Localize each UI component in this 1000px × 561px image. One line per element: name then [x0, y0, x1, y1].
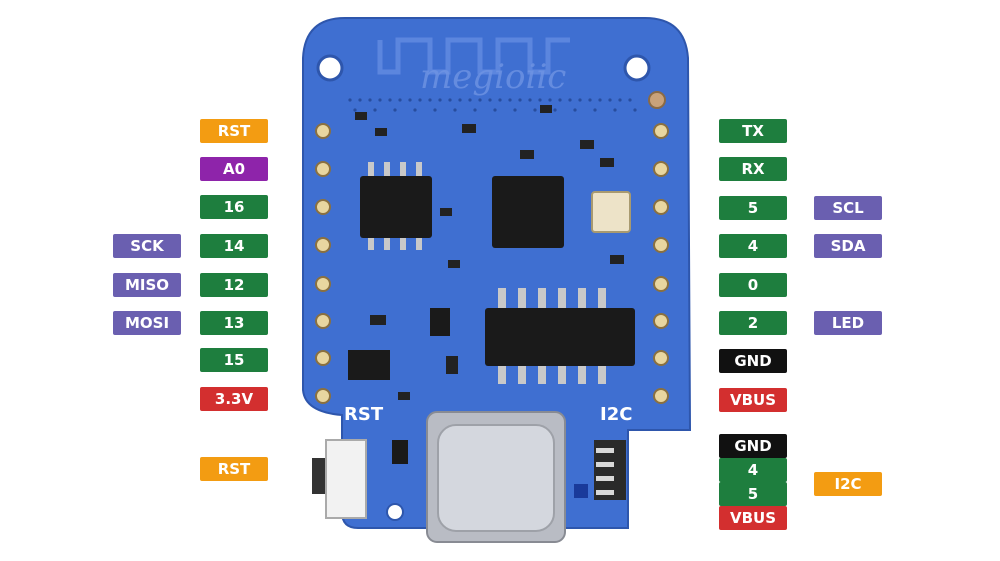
alt-label-led: LED [814, 311, 882, 335]
i2c-pin-gnd: GND [719, 434, 787, 458]
left-header [315, 123, 331, 404]
i2c-connector [594, 440, 626, 500]
pin-label-2: 2 [719, 311, 787, 335]
alt-label-scl: SCL [814, 196, 882, 220]
pin-label-gnd: GND [719, 349, 787, 373]
pin-label-15: 15 [200, 348, 268, 372]
pin-label-16: 16 [200, 195, 268, 219]
alt-label-sck: SCK [113, 234, 181, 258]
pin-label-13: 13 [200, 311, 268, 335]
crystal [591, 191, 631, 233]
i2c-pin-4: 4 [719, 458, 787, 482]
pin-label-rx: RX [719, 157, 787, 181]
regulator [348, 350, 390, 380]
pin-label-rst: RST [200, 119, 268, 143]
pin-label-14: 14 [200, 234, 268, 258]
watermark: megioiic [420, 57, 566, 97]
silk-rst: RST [344, 404, 384, 425]
pin-label-0: 0 [719, 273, 787, 297]
reset-button [312, 439, 367, 519]
i2c-pin-5: 5 [719, 482, 787, 506]
pin-label-vbus: VBUS [719, 388, 787, 412]
alt-label-mosi: MOSI [113, 311, 181, 335]
pin-label-3v3: 3.3V [200, 387, 268, 411]
right-header [653, 123, 669, 404]
usb-c-port [426, 411, 566, 543]
alt-label-sda: SDA [814, 234, 882, 258]
pin-label-12: 12 [200, 273, 268, 297]
flash-chip [360, 162, 432, 250]
antenna-trace [377, 37, 570, 75]
pin-label-4: 4 [719, 234, 787, 258]
pin-label-tx: TX [719, 119, 787, 143]
i2c-connector-label: I2C [814, 472, 882, 496]
pin-label-a0: A0 [200, 157, 268, 181]
i2c-pin-vbus: VBUS [719, 506, 787, 530]
reset-button-label: RST [200, 457, 268, 481]
silk-i2c: I2C [600, 404, 632, 425]
mount-hole [316, 54, 344, 82]
usb-serial-chip [485, 288, 635, 384]
alt-label-miso: MISO [113, 273, 181, 297]
pin-label-5: 5 [719, 196, 787, 220]
mount-hole [623, 54, 651, 82]
esp8266-chip [492, 176, 564, 248]
